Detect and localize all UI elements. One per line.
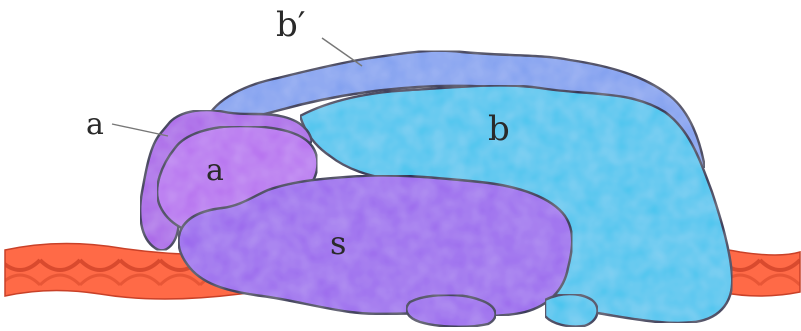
leader-line-a-outer bbox=[112, 124, 168, 136]
leader-line-b-prime bbox=[322, 38, 362, 66]
label-s: s bbox=[330, 224, 346, 262]
subunit-b-lower-lobe bbox=[545, 294, 598, 327]
label-b-prime: b′ bbox=[276, 5, 305, 45]
subunit-s-lower-lobe bbox=[406, 295, 495, 327]
label-a-outer: a bbox=[86, 107, 104, 142]
label-a-inner: a bbox=[206, 153, 224, 188]
label-b: b bbox=[488, 109, 510, 149]
